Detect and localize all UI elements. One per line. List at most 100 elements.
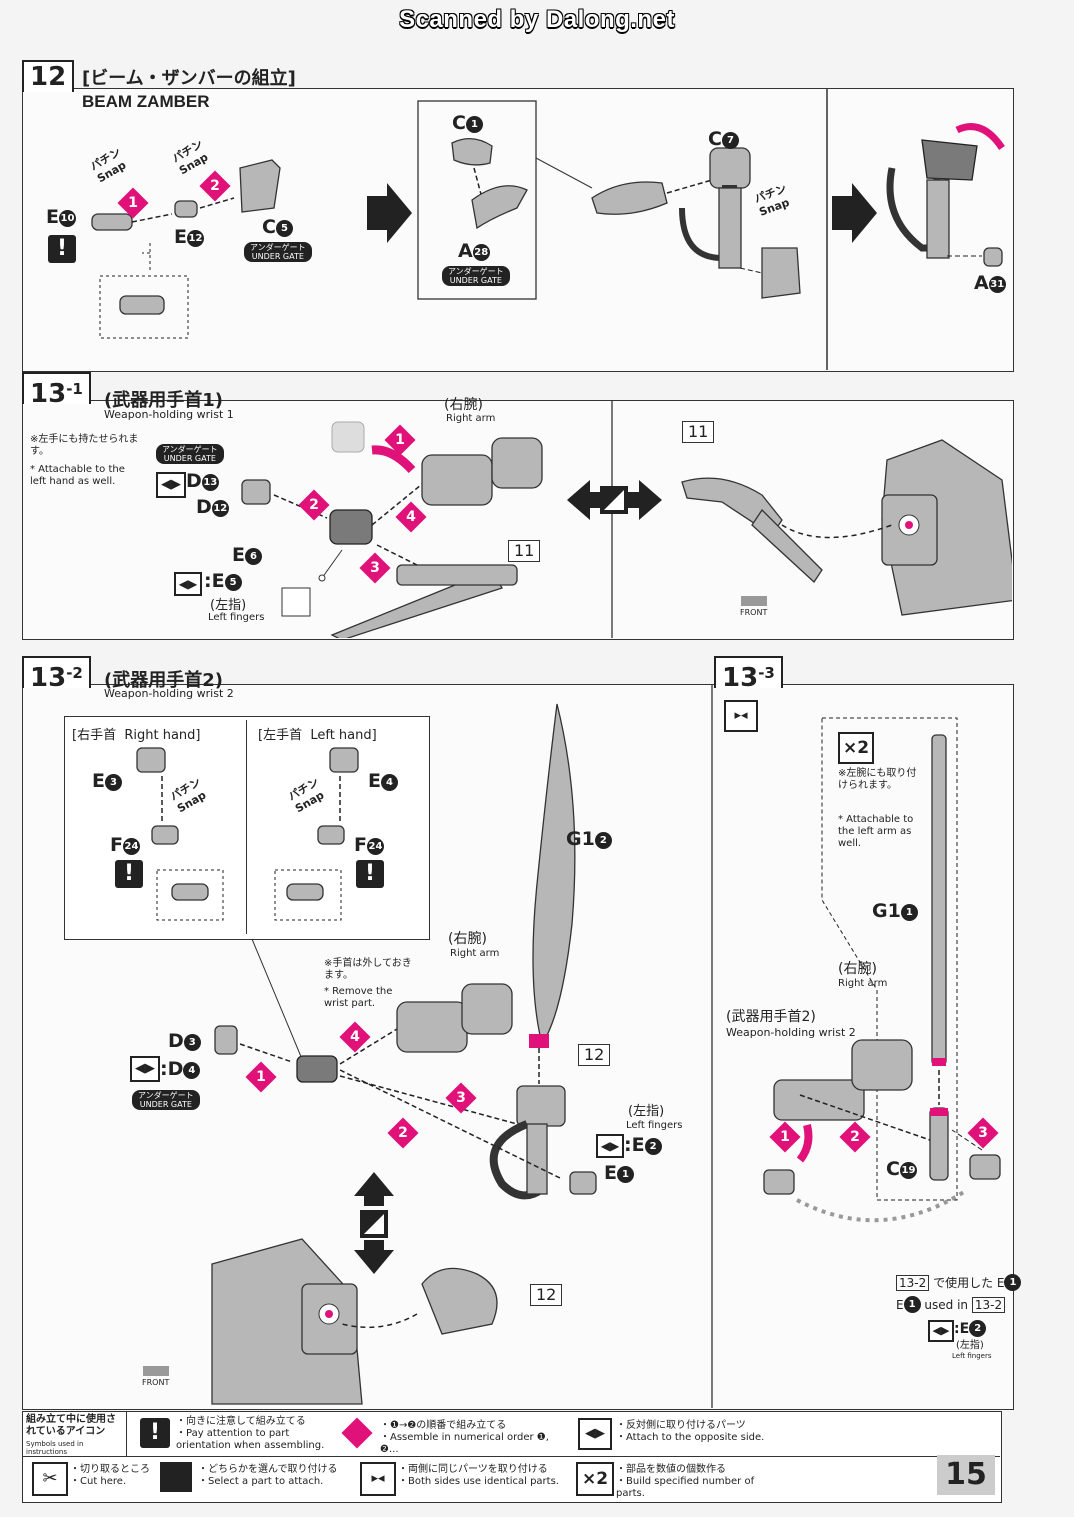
orientation-icon: ! bbox=[115, 860, 143, 888]
orientation-icon: ! bbox=[356, 860, 384, 888]
front-icon: FRONT bbox=[740, 596, 767, 617]
step-marker-4: 4 bbox=[395, 501, 427, 533]
step-marker-2: 2 bbox=[387, 1117, 419, 1149]
step-13-1-note-en: * Attachable to the left hand as well. bbox=[30, 464, 125, 487]
step-13-2-title-jp: (武器用手首2) bbox=[104, 670, 223, 691]
right-arm-en: Right arm bbox=[450, 948, 500, 959]
step-marker-4: 4 bbox=[339, 1021, 371, 1053]
x2-icon: ×2 bbox=[576, 1462, 614, 1496]
part-c1 bbox=[451, 138, 493, 166]
watermark: Scanned by Dalong.net bbox=[399, 6, 675, 33]
opposite-side-icon: ◀▶ bbox=[174, 572, 202, 596]
left-fingers-en: Left fingers bbox=[626, 1120, 683, 1131]
step-13-1-title-en: Weapon-holding wrist 1 bbox=[104, 408, 234, 421]
opposite-side-icon: ◀▶ bbox=[928, 1320, 954, 1342]
opposite-side-icon: ◀▶ bbox=[130, 1056, 160, 1082]
part-d13 bbox=[241, 479, 271, 505]
hand-options-divider bbox=[246, 720, 247, 934]
legend-numerical-order: ・❶→❷の順番で組み立てる・Assemble in numerical orde… bbox=[380, 1420, 549, 1455]
part-c7 bbox=[709, 147, 751, 189]
left-fingers-jp: (左指) bbox=[210, 598, 247, 613]
left-fingers-jp: (左指) bbox=[628, 1104, 665, 1119]
page-number: 15 bbox=[937, 1455, 995, 1495]
right-arm bbox=[421, 454, 493, 506]
part-box-12: 12 bbox=[578, 1044, 611, 1066]
right-arm-jp: (右腕) bbox=[448, 931, 487, 947]
right-hand-heading: [右手首 Right hand] bbox=[72, 728, 201, 743]
orientation-icon: ! bbox=[140, 1418, 170, 1448]
opposite-side-icon: ◀▶ bbox=[578, 1418, 612, 1450]
legend-cut-here: ・切り取るところ・Cut here. bbox=[70, 1464, 150, 1487]
legend-opposite-side: ・反対側に取り付けるパーツ・Attach to the opposite sid… bbox=[616, 1420, 765, 1443]
left-fingers-en: Left fingers bbox=[208, 612, 265, 623]
right-arm-jp: (右腕) bbox=[838, 961, 877, 977]
part-c5 bbox=[239, 159, 281, 213]
right-arm-en: Right arm bbox=[838, 978, 888, 989]
step-13-2-title-en: Weapon-holding wrist 2 bbox=[104, 687, 234, 700]
orientation-icon: ! bbox=[48, 235, 76, 263]
step-13-3-number: 13-3 bbox=[714, 656, 783, 693]
wrist-assembly bbox=[329, 509, 373, 545]
step-12-number: 12 bbox=[22, 60, 75, 92]
remove-wrist-note-en: * Remove the wrist part. bbox=[324, 986, 393, 1009]
legend-orientation: ・向きに注意して組み立てる・Pay attention to part orie… bbox=[176, 1416, 325, 1451]
wrist-2-en: Weapon-holding wrist 2 bbox=[726, 1026, 856, 1039]
step-marker-1: 1 bbox=[245, 1061, 277, 1093]
opposite-side-icon: ◀▶ bbox=[596, 1134, 624, 1158]
legend-select-part: ・どちらかを選んで取り付ける・Select a part to attach. bbox=[198, 1464, 338, 1487]
legend-build-count: ・部品を数値の個数作る・Build specified number of pa… bbox=[616, 1464, 755, 1499]
part-e10 bbox=[91, 213, 133, 231]
part-box-12: 12 bbox=[530, 1284, 563, 1306]
front-icon: FRONT bbox=[142, 1366, 169, 1387]
step-13-2-illustration bbox=[136, 684, 713, 1408]
legend-title-jp: 組み立て中に使用されているアイコン bbox=[26, 1414, 116, 1437]
step-13-1-illustration bbox=[241, 400, 1012, 638]
step-13-1-number: 13-1 bbox=[22, 372, 91, 409]
step-marker-2: 2 bbox=[298, 489, 330, 521]
both-sides-icon: ▸◂ bbox=[360, 1462, 396, 1496]
legend-title-box: 組み立て中に使用されているアイコン Symbols used in instru… bbox=[23, 1412, 127, 1456]
step-13-3-illustration bbox=[763, 717, 1001, 1223]
x2-icon: ×2 bbox=[838, 732, 874, 764]
icon-legend bbox=[22, 1411, 1002, 1503]
part-d3 bbox=[214, 1025, 238, 1055]
step-13-1-title-jp: (武器用手首1) bbox=[104, 390, 223, 411]
step-marker-2: 2 bbox=[839, 1121, 871, 1153]
step-marker-2: 2 bbox=[199, 170, 231, 202]
remove-wrist-note-jp: ※手首は外しておきます。 bbox=[324, 958, 412, 981]
step-13-2-number: 13-2 bbox=[22, 656, 91, 693]
step-marker-1: 1 bbox=[769, 1121, 801, 1153]
rod-g1-1 bbox=[931, 734, 947, 1066]
step-marker-1: 1 bbox=[384, 424, 416, 456]
part-c19 bbox=[929, 1107, 949, 1181]
step-marker-3: 3 bbox=[445, 1082, 477, 1114]
left-fingers-jp: (左指) bbox=[956, 1340, 984, 1351]
wrist-2-jp: (武器用手首2) bbox=[726, 1009, 816, 1025]
step-marker-1: 1 bbox=[117, 187, 149, 219]
cut-here-icon: ✂ bbox=[32, 1462, 68, 1496]
opposite-side-icon: ◀▶ bbox=[156, 472, 186, 498]
